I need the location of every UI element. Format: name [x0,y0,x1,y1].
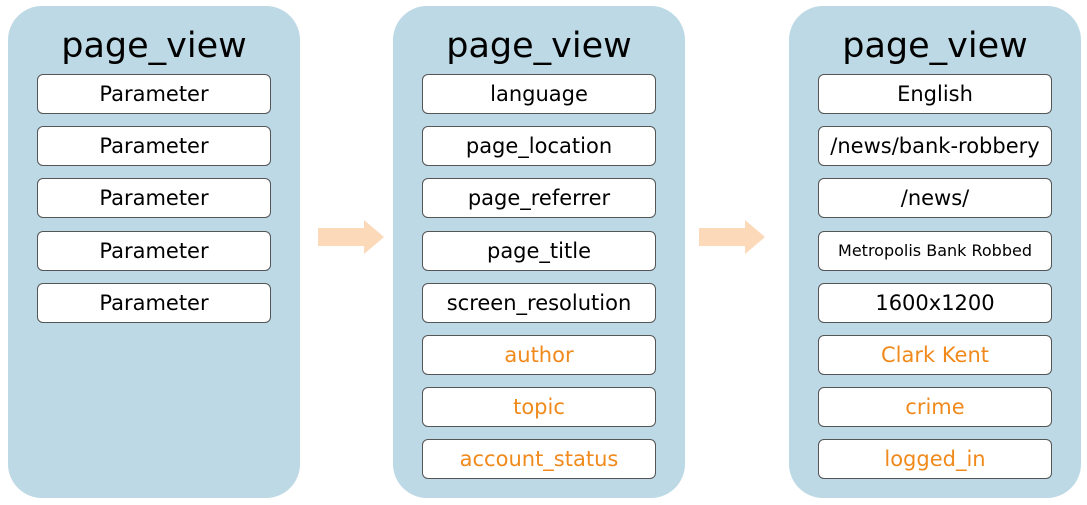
parameter-list: English /news/bank-robbery /news/ Metrop… [818,74,1052,492]
parameter-box: Parameter [37,178,271,219]
custom-parameter-value-topic: crime [818,387,1052,428]
parameter-name-screen-resolution: screen_resolution [422,282,656,323]
parameter-box: Parameter [37,74,271,114]
parameter-list: language page_location page_referrer pag… [422,74,656,492]
custom-parameter-name-topic: topic [422,387,656,428]
parameter-list: Parameter Parameter Parameter Parameter … [37,74,271,335]
event-panel-generic: page_view Parameter Parameter Parameter … [8,6,300,498]
parameter-name-page-title: page_title [422,230,656,271]
panel-title: page_view [842,26,1028,66]
parameter-box: Parameter [37,230,271,271]
parameter-name-page-location: page_location [422,126,656,167]
parameter-value-language: English [818,74,1052,114]
panel-title: page_view [61,26,247,66]
parameter-value-page-location: /news/bank-robbery [818,126,1052,167]
parameter-value-screen-resolution: 1600x1200 [818,282,1052,323]
right-arrow-icon [318,220,384,254]
parameter-box: Parameter [37,126,271,167]
panel-title: page_view [446,26,632,66]
parameter-value-page-title: Metropolis Bank Robbed [818,230,1052,271]
parameter-box: Parameter [37,282,271,323]
custom-parameter-name-account-status: account_status [422,439,656,480]
event-panel-parameter-values: page_view English /news/bank-robbery /ne… [789,6,1081,498]
right-arrow-icon [699,220,765,254]
parameter-value-page-referrer: /news/ [818,178,1052,219]
parameter-name-page-referrer: page_referrer [422,178,656,219]
event-panel-parameter-names: page_view language page_location page_re… [393,6,685,498]
custom-parameter-name-author: author [422,334,656,375]
custom-parameter-value-account-status: logged_in [818,439,1052,480]
custom-parameter-value-author: Clark Kent [818,334,1052,375]
parameter-name-language: language [422,74,656,114]
